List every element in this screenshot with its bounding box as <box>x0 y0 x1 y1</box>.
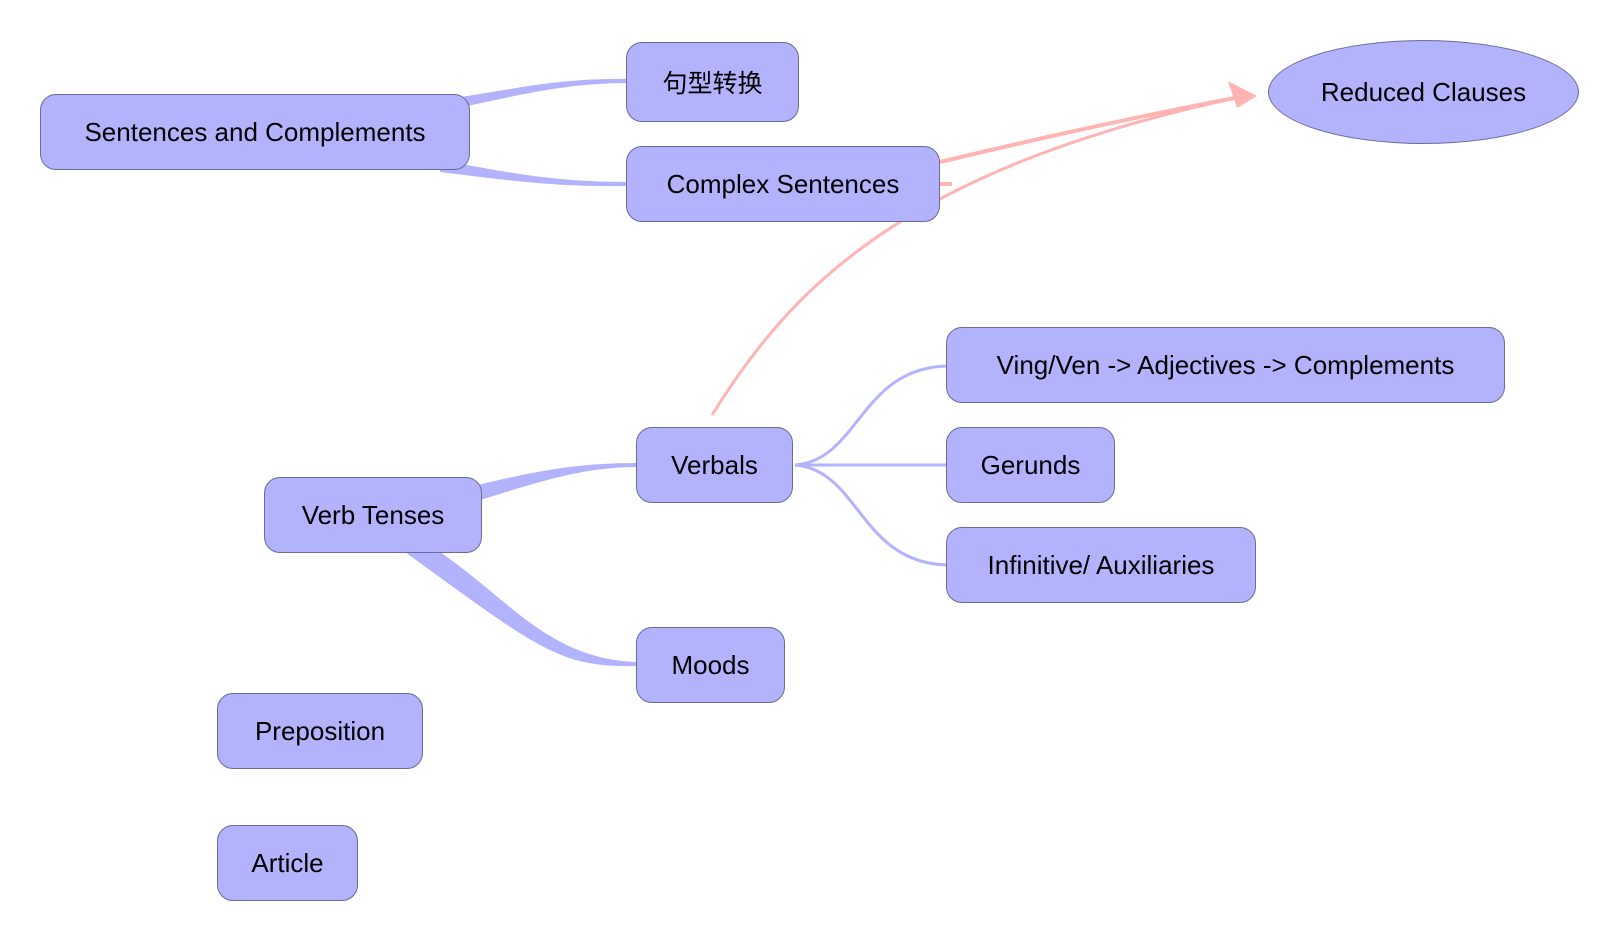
arrowhead-icon <box>1228 81 1257 108</box>
branch-verbtenses-to-moods <box>405 552 638 667</box>
branch-sentences-to-complex <box>440 160 630 187</box>
node-sentences-and-complements[interactable]: Sentences and Complements <box>40 94 470 170</box>
node-verb-tenses[interactable]: Verb Tenses <box>264 477 482 553</box>
branch-verbals-to-infinitive <box>794 463 951 567</box>
node-complex-sentences[interactable]: Complex Sentences <box>626 146 940 222</box>
node-verbals[interactable]: Verbals <box>636 427 793 503</box>
node-preposition[interactable]: Preposition <box>217 693 423 769</box>
node-ving-ven-adjectives-complements[interactable]: Ving/Ven -> Adjectives -> Complements <box>946 327 1505 403</box>
node-reduced-clauses[interactable]: Reduced Clauses <box>1268 40 1579 144</box>
branch-verbtenses-to-verbals <box>478 463 638 500</box>
branch-verbals-to-ving <box>794 364 951 467</box>
node-article[interactable]: Article <box>217 825 358 901</box>
node-moods[interactable]: Moods <box>636 627 785 703</box>
branch-sentences-to-jxzh <box>455 78 630 108</box>
relation-verbals-to-reduced <box>710 95 1241 416</box>
node-infinitive-auxiliaries[interactable]: Infinitive/ Auxiliaries <box>946 527 1256 603</box>
node-sentence-pattern-conversion[interactable]: 句型转换 <box>626 42 799 122</box>
node-gerunds[interactable]: Gerunds <box>946 427 1115 503</box>
